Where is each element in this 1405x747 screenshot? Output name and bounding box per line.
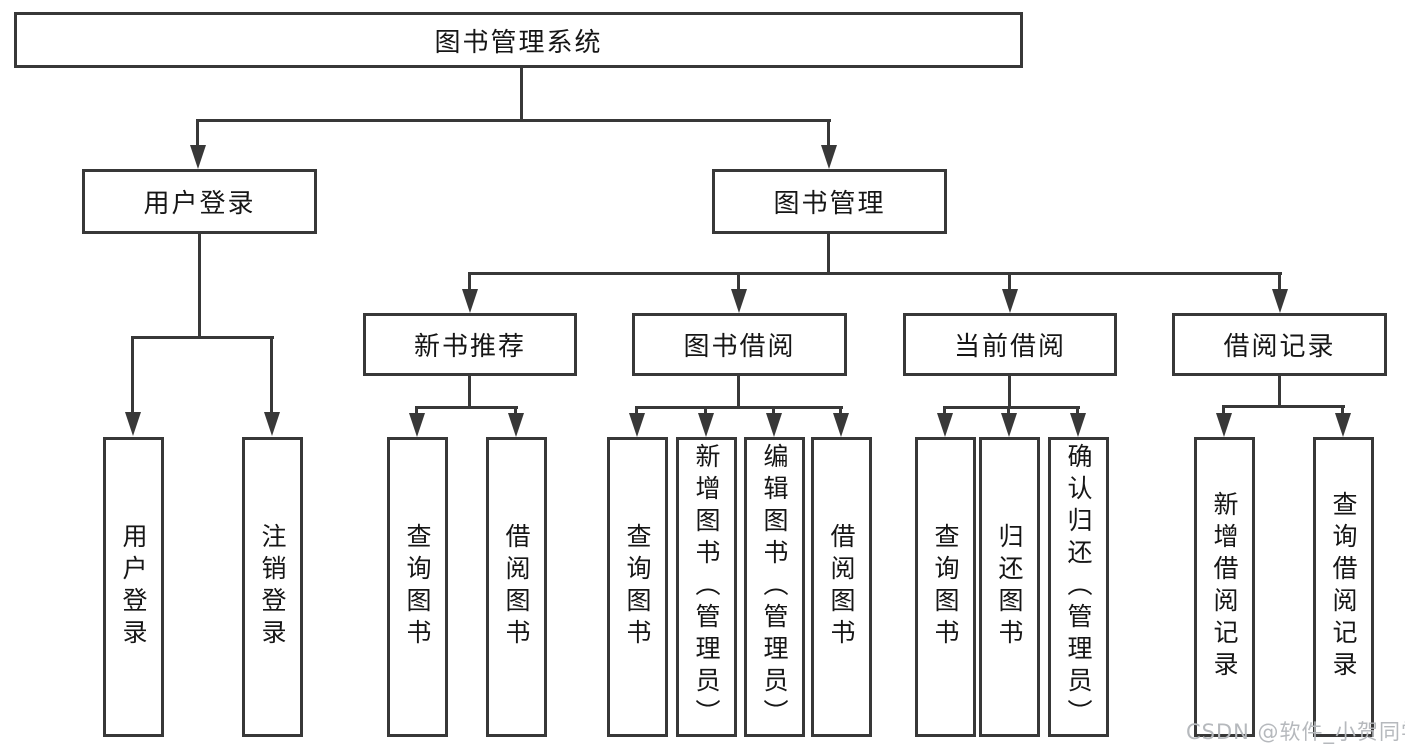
leaf-add-books-admin: 新增图书（管理员） [676, 437, 737, 737]
arrow-down-icon [190, 145, 206, 169]
node-label: 新增借阅记录 [1210, 491, 1239, 683]
node-label: 查询借阅记录 [1329, 491, 1358, 683]
connector-line [1278, 376, 1281, 407]
node-label: 借阅图书 [502, 523, 531, 651]
leaf-logout: 注销登录 [242, 437, 303, 737]
arrow-down-icon [508, 413, 524, 437]
node-label: 图书管理系统 [434, 27, 603, 58]
connector-line [827, 233, 830, 274]
leaf-query-books-current: 查询图书 [915, 437, 976, 737]
connector-line [1222, 405, 1345, 408]
node-current-borrowing: 当前借阅 [903, 313, 1117, 376]
leaf-confirm-return-admin: 确认归还（管理员） [1048, 437, 1109, 737]
arrow-down-icon [409, 413, 425, 437]
leaf-query-books-borrowing: 查询图书 [607, 437, 668, 737]
node-label: 归还图书 [995, 523, 1024, 651]
node-label: 用户登录 [143, 189, 256, 219]
connector-line [1076, 406, 1079, 418]
node-user-login: 用户登录 [82, 169, 317, 234]
connector-line [198, 233, 201, 338]
arrow-down-icon [1335, 413, 1351, 437]
node-label: 图书借阅 [683, 332, 796, 362]
connector-line [1278, 272, 1281, 294]
node-label: 借阅记录 [1223, 332, 1336, 362]
node-book-borrowing: 图书借阅 [632, 313, 847, 376]
watermark: CSDN @软件_小贺同学 [1186, 720, 1405, 744]
leaf-user-login: 用户登录 [103, 437, 164, 737]
node-label: 用户登录 [119, 523, 148, 651]
connector-line [468, 272, 471, 294]
connector-line [1341, 405, 1344, 418]
arrow-down-icon [821, 145, 837, 169]
arrow-down-icon [698, 413, 714, 437]
arrow-down-icon [1070, 413, 1086, 437]
connector-line [468, 376, 471, 408]
connector-line [827, 119, 830, 151]
connector-line [839, 406, 842, 418]
leaf-borrow-books-recommend: 借阅图书 [486, 437, 547, 737]
leaf-borrow-books-borrowing: 借阅图书 [811, 437, 872, 737]
arrow-down-icon [125, 412, 141, 436]
connector-line [635, 406, 843, 409]
arrow-down-icon [629, 413, 645, 437]
connector-line [1222, 405, 1225, 418]
leaf-edit-books-admin: 编辑图书（管理员） [744, 437, 805, 737]
connector-line [514, 406, 517, 418]
arrow-down-icon [731, 289, 747, 313]
connector-line [772, 406, 775, 418]
connector-line [737, 272, 740, 294]
connector-line [468, 272, 1282, 275]
arrow-down-icon [264, 412, 280, 436]
node-label: 查询图书 [931, 523, 960, 651]
connector-line [635, 406, 638, 418]
node-label: 图书管理 [773, 189, 886, 219]
connector-line [196, 119, 199, 151]
connector-line [131, 336, 274, 339]
node-label: 查询图书 [403, 523, 432, 651]
node-label: 新书推荐 [413, 332, 526, 362]
connector-line [943, 406, 1080, 409]
leaf-add-borrow-record: 新增借阅记录 [1194, 437, 1255, 737]
node-label: 借阅图书 [827, 523, 856, 651]
connector-line [1008, 272, 1011, 294]
leaf-query-books-recommend: 查询图书 [387, 437, 448, 737]
connector-line [943, 406, 946, 418]
arrow-down-icon [1272, 289, 1288, 313]
arrow-down-icon [833, 413, 849, 437]
connector-line [415, 406, 518, 409]
connector-line [196, 119, 831, 122]
arrow-down-icon [1002, 289, 1018, 313]
node-book-management-system: 图书管理系统 [14, 12, 1023, 68]
node-book-management: 图书管理 [712, 169, 947, 234]
connector-line [520, 67, 523, 121]
node-label: 编辑图书（管理员） [760, 443, 789, 731]
node-label: 新增图书（管理员） [692, 443, 721, 731]
connector-line [270, 336, 273, 418]
connector-line [415, 406, 418, 418]
connector-line [131, 336, 134, 418]
node-label: 确认归还（管理员） [1064, 443, 1093, 731]
node-label: 当前借阅 [953, 332, 1066, 362]
node-borrowing-records: 借阅记录 [1172, 313, 1387, 376]
arrow-down-icon [1216, 413, 1232, 437]
connector-line [704, 406, 707, 418]
arrow-down-icon [462, 289, 478, 313]
arrow-down-icon [766, 413, 782, 437]
node-new-book-recommend: 新书推荐 [363, 313, 577, 376]
connector-line [1008, 376, 1011, 408]
leaf-query-borrow-record: 查询借阅记录 [1313, 437, 1374, 737]
arrow-down-icon [937, 413, 953, 437]
leaf-return-books: 归还图书 [979, 437, 1040, 737]
node-label: 注销登录 [258, 523, 287, 651]
node-label: 查询图书 [623, 523, 652, 651]
arrow-down-icon [1001, 413, 1017, 437]
connector-line [1007, 406, 1010, 418]
connector-line [737, 376, 740, 408]
